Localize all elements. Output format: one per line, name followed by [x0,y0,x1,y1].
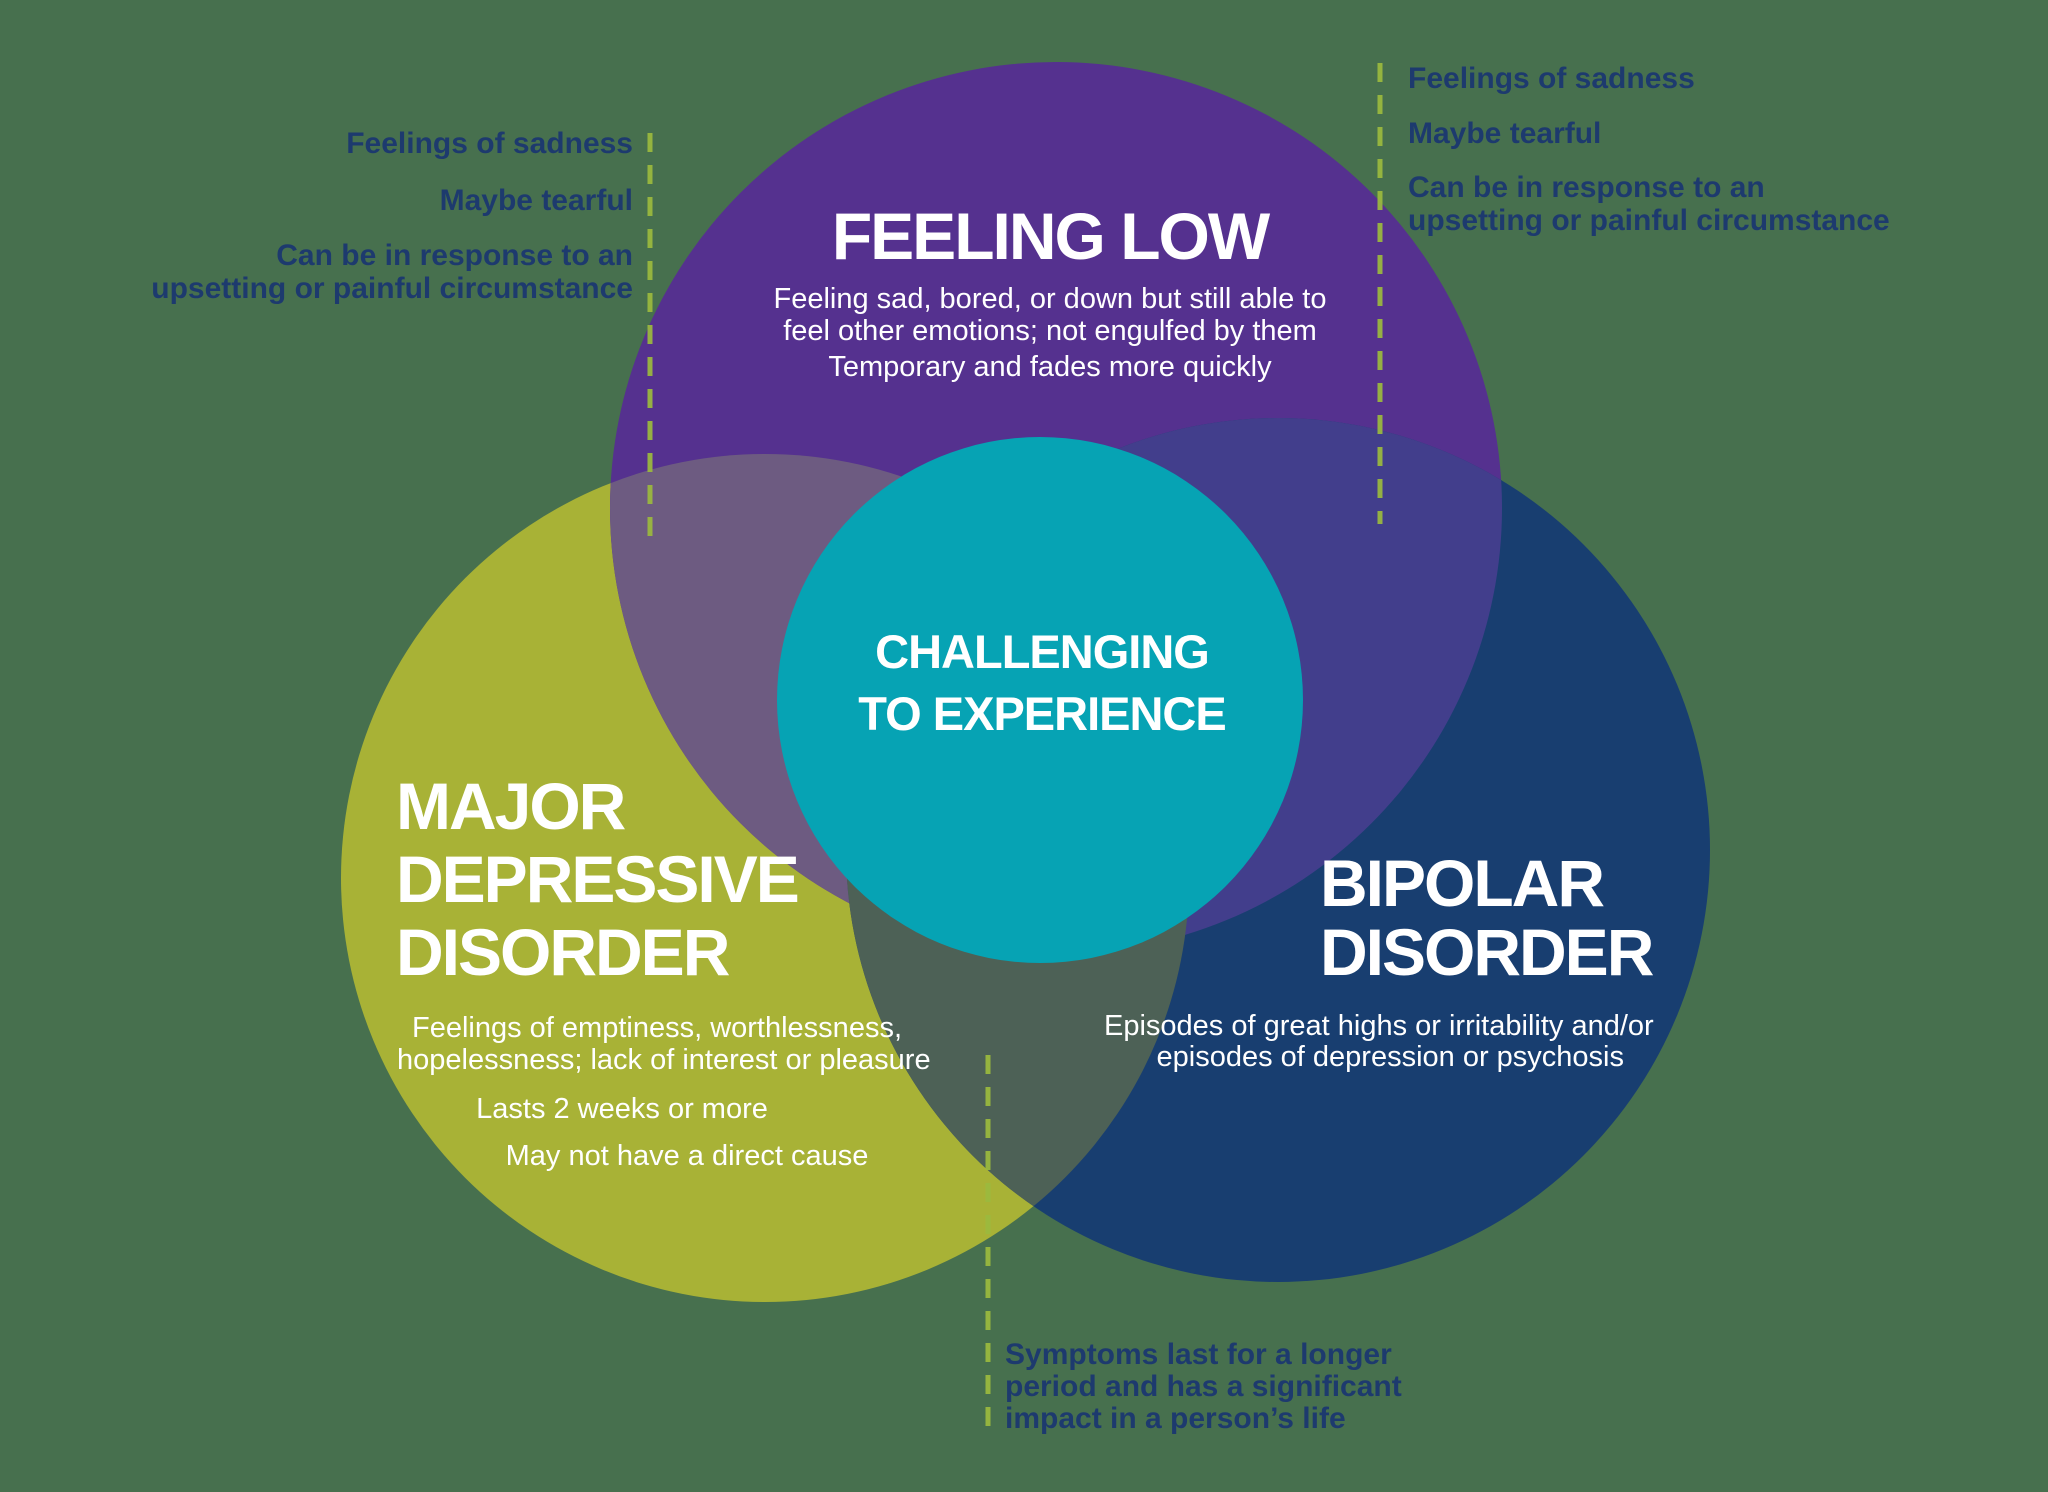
challenging-to-experience-circle [777,437,1303,963]
right-annotation-item-response-line-2: upsetting or painful circumstance [1408,204,1890,237]
feeling-low-note: Temporary and fades more quickly [828,351,1272,383]
bipolar-title: BIPOLAR DISORDER [1320,849,1840,987]
right-annotation-item-response-line-1: Can be in response to an [1408,171,1765,204]
left-annotation-item-tearful: Maybe tearful [439,184,633,217]
center-overlap-title-line-1: CHALLENGING [875,625,1210,678]
mdd-title-line-2: DEPRESSIVE [396,842,800,916]
right-annotation-item-sadness: Feelings of sadness [1408,62,1695,95]
mdd-point-duration: Lasts 2 weeks or more [476,1093,768,1125]
center-overlap-title-line-2: TO EXPERIENCE [858,687,1226,740]
right-annotation-item-tearful: Maybe tearful [1408,117,1602,150]
left-annotation-item-response: Can be in response to an upsetting or pa… [113,239,633,305]
bottom-annotation-line-2: period and has a significant [1005,1370,1402,1403]
bipolar-description: Episodes of great highs or irritability … [1104,1010,1654,1073]
mdd-title: MAJOR DEPRESSIVE DISORDER [396,770,1036,989]
mdd-title-line-1: MAJOR [396,769,626,843]
mdd-description: Feelings of emptiness, worthlessness, ho… [397,1012,931,1076]
left-annotation-item-sadness: Feelings of sadness [346,127,633,160]
bipolar-description-line-2: episodes of depression or psychosis [1156,1041,1624,1073]
mdd-point-cause: May not have a direct cause [505,1140,869,1172]
center-overlap-title: CHALLENGING TO EXPERIENCE [742,626,1342,740]
bottom-annotation-line-1: Symptoms last for a longer [1005,1338,1392,1371]
mdd-title-line-3: DISORDER [396,915,730,989]
feeling-low-description: Feeling sad, bored, or down but still ab… [700,283,1400,347]
bottom-annotation-line-3: impact in a person’s life [1005,1402,1346,1435]
bottom-annotation-symptoms: Symptoms last for a longer period and ha… [1005,1339,1485,1435]
mdd-description-line-2: hopelessness; lack of interest or pleasu… [397,1044,931,1076]
bipolar-title-line-1: BIPOLAR [1320,846,1605,920]
left-annotation-item-response-line-2: upsetting or painful circumstance [151,272,633,305]
feeling-low-description-line-1: Feeling sad, bored, or down but still ab… [773,283,1327,315]
feeling-low-description-line-2: feel other emotions; not engulfed by the… [783,315,1317,347]
right-annotation-item-response: Can be in response to an upsetting or pa… [1408,171,1928,237]
mdd-description-line-1: Feelings of emptiness, worthlessness, [412,1012,902,1044]
feeling-low-title: FEELING LOW [831,199,1270,273]
bipolar-description-line-1: Episodes of great highs or irritability … [1104,1010,1654,1042]
bipolar-title-line-2: DISORDER [1320,915,1654,989]
left-annotation-item-response-line-1: Can be in response to an [276,239,633,272]
